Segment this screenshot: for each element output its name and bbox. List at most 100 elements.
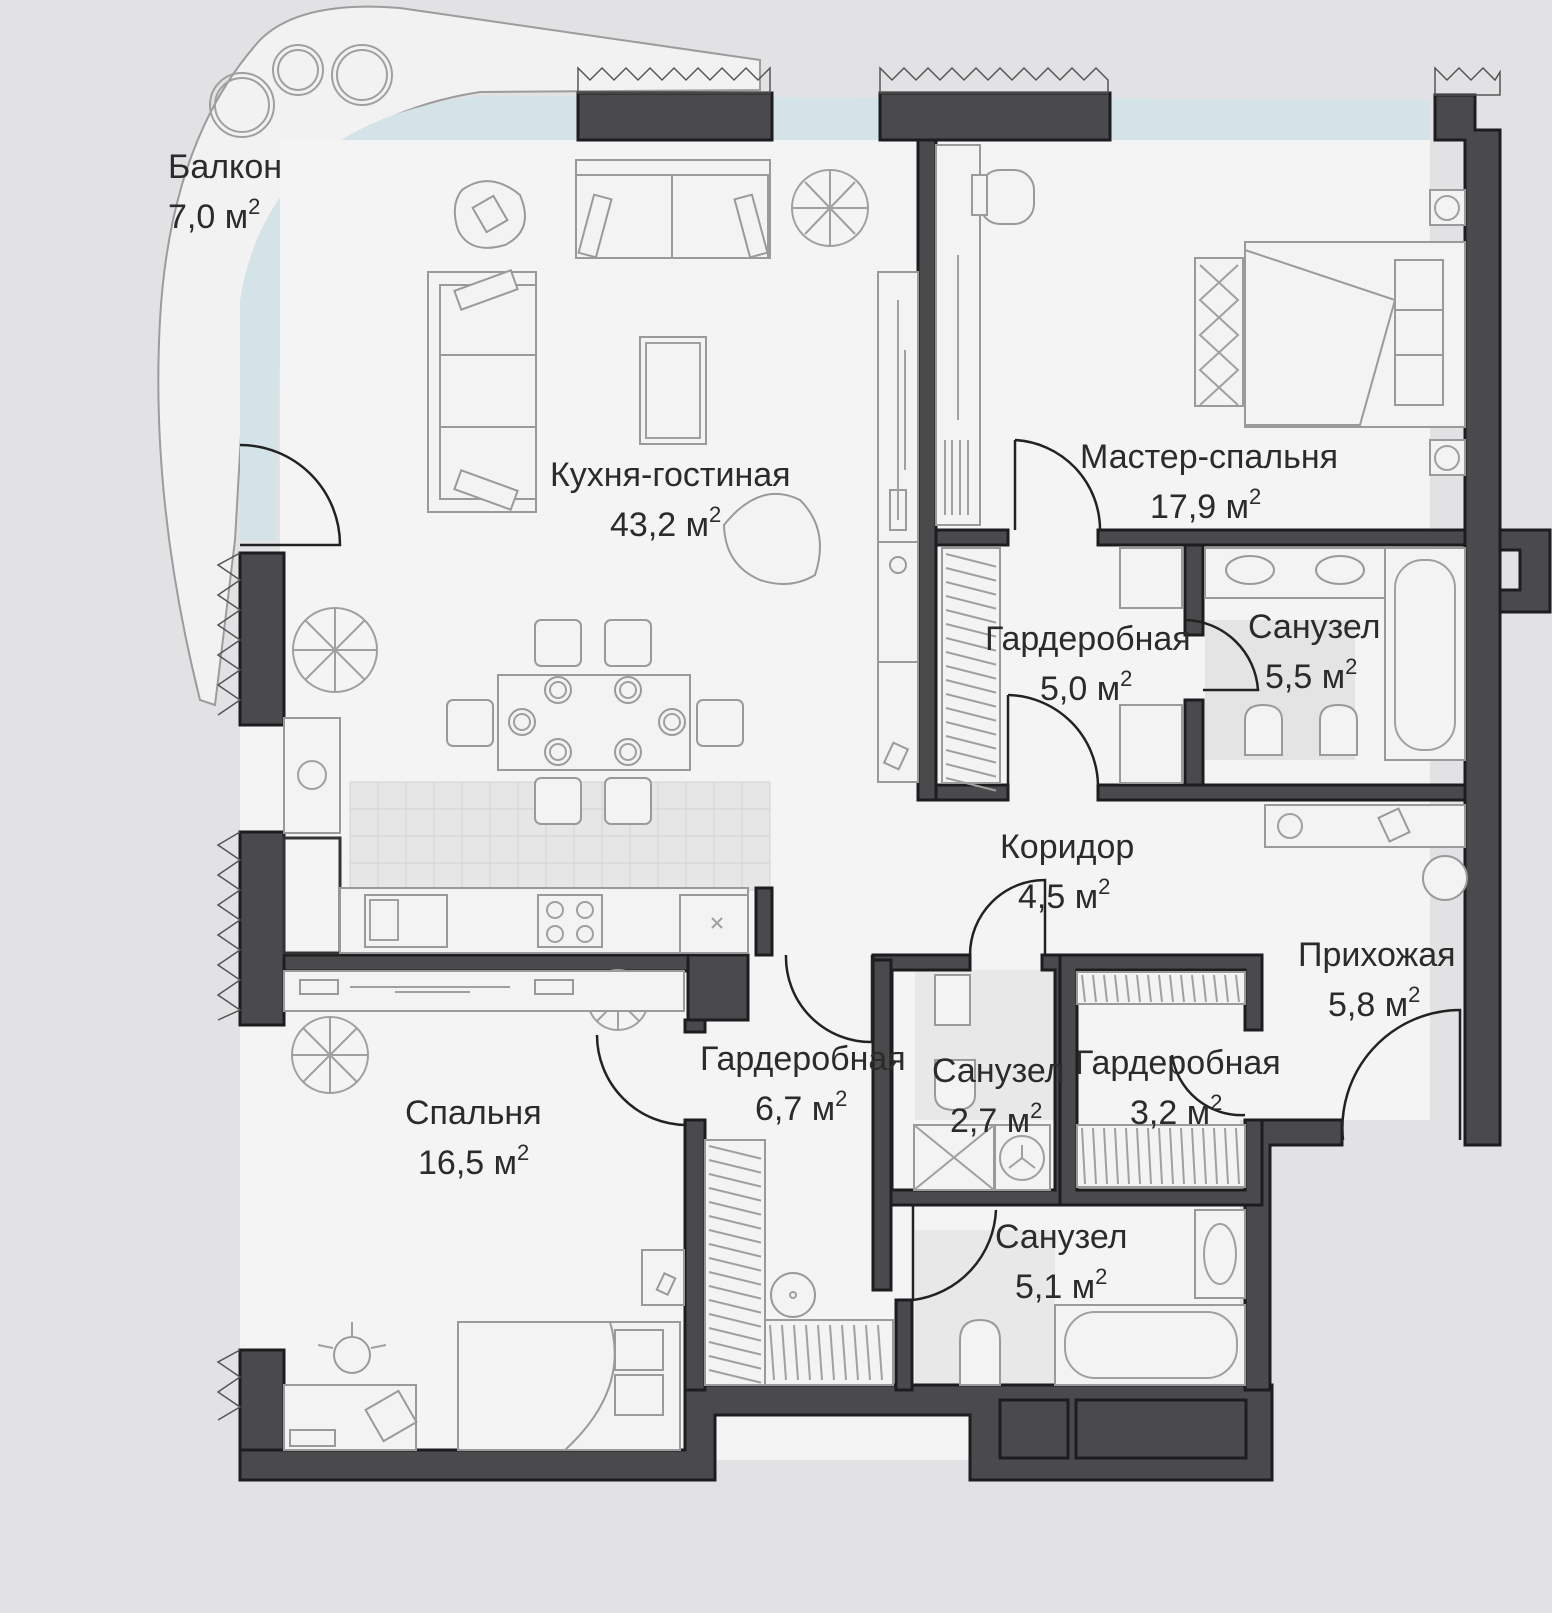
partition-corridor-north-1: [934, 783, 1010, 802]
living-area: 43,2 м2: [610, 502, 721, 544]
chair-icon: [604, 777, 652, 825]
sink-icon: [364, 894, 448, 948]
door-swing-icon: [968, 878, 1047, 956]
partition-master-west: [916, 138, 938, 802]
kitchen-counter: [283, 717, 749, 954]
bath2-area: 2,7 м2: [950, 1098, 1042, 1140]
toilet-icon: [1244, 703, 1283, 756]
wardrobe3-area: 3,2 м2: [1130, 1090, 1222, 1132]
nightstand-icon: [641, 1249, 685, 1306]
bidet-icon: [1319, 703, 1358, 756]
hall-label: Прихожая: [1298, 936, 1456, 974]
balcony-floor: [157, 5, 761, 707]
partition-corridor-north-2: [1096, 783, 1467, 802]
chair-icon: [534, 777, 582, 825]
door-swing-icon: [1341, 1008, 1462, 1141]
door-swing-icon: [1170, 1054, 1246, 1117]
bed-icon: [457, 1321, 681, 1451]
shaft-1: [998, 1398, 1070, 1460]
bedroom-shelf: [283, 970, 685, 1012]
window-pier-1: [576, 91, 774, 142]
dining-table-icon: [446, 619, 744, 825]
toilet-icon: [959, 1318, 1001, 1386]
plate-icon: [614, 676, 642, 704]
fridge-niche: [282, 836, 342, 955]
chair-icon: [534, 619, 582, 667]
plate-icon: [508, 708, 536, 736]
wardrobe2-label: Гардеробная: [700, 1040, 906, 1078]
furniture: [209, 44, 1468, 1451]
bath3-label: Санузел: [995, 1218, 1127, 1256]
hall-area: 5,8 м2: [1328, 982, 1420, 1024]
balcony-area: 7,0 м2: [168, 194, 260, 236]
walls: [238, 91, 1552, 1482]
wall-bedroom-door-stub: [683, 1018, 707, 1034]
sink-icon: [1315, 555, 1365, 585]
wall-west-pier-1: [238, 551, 286, 727]
book-icon: [655, 1271, 677, 1297]
room-labels: Балкон 7,0 м2 Кухня-гостиная 43,2 м2 Мас…: [168, 148, 1456, 1306]
bath1-label: Санузел: [1248, 608, 1380, 646]
partition-master-south-1: [934, 528, 1010, 547]
bed-icon: [1194, 189, 1466, 476]
balcony-label: Балкон: [168, 148, 282, 186]
chair-icon: [604, 619, 652, 667]
wall-wardrobe2-west: [683, 1118, 707, 1392]
wall-bath3-west: [894, 1298, 914, 1392]
wardrobe2-area: 6,7 м2: [755, 1086, 847, 1128]
bathtub-icon: [1384, 547, 1466, 761]
sink-icon: [1225, 555, 1275, 585]
window-zigzag-6: [216, 1349, 242, 1421]
desk-chair-icon: [971, 169, 1035, 225]
desk-icon: [283, 1322, 418, 1451]
bathtub-icon: [1054, 1304, 1246, 1386]
master-label: Мастер-спальня: [1080, 438, 1338, 476]
window-zigzag-1: [577, 66, 771, 94]
wardrobe2-shelves: [704, 1139, 894, 1386]
window-zigzag-2: [879, 66, 1109, 94]
wall-kitchen-east: [754, 886, 774, 957]
bath1-fixtures: [1204, 547, 1466, 761]
wall-core-west: [871, 958, 893, 1292]
plant-icon: [291, 1016, 369, 1094]
master-area: 17,9 м2: [1150, 484, 1261, 526]
corridor-area: 4,5 м2: [1018, 874, 1110, 916]
wall-east-top: [1433, 93, 1502, 1147]
armchair-icon: [722, 492, 821, 585]
bedroom-area: 16,5 м2: [418, 1140, 529, 1182]
door-swing-icon: [1013, 438, 1102, 531]
toilet-icon: [934, 1059, 976, 1112]
bath3-area: 5,1 м2: [1015, 1264, 1107, 1306]
wardrobe1-area: 5,0 м2: [1040, 666, 1132, 708]
chair-icon: [696, 699, 744, 747]
kitchen-cabinets-right: [877, 271, 919, 783]
wall-west-pier-2: [238, 830, 286, 1027]
bath2-fixtures: [913, 974, 1051, 1191]
wall-east-notch: [1498, 528, 1552, 614]
balcony-chairs: [209, 44, 393, 138]
partition-wardrobe-bath: [1183, 543, 1205, 637]
window-markers: [216, 66, 1501, 1421]
sofa-icon: [427, 269, 537, 513]
chair-icon: [446, 699, 494, 747]
stove-icon: [537, 894, 603, 948]
window-zigzag-3: [1434, 66, 1501, 96]
hall-console: [1264, 804, 1468, 901]
plate-icon: [544, 676, 572, 704]
corridor-label: Коридор: [1000, 828, 1134, 866]
door-swing-icon: [784, 954, 874, 1044]
door-swing-icon: [595, 1034, 688, 1127]
plate-icon: [544, 738, 572, 766]
door-swing-icon: [1185, 618, 1260, 692]
wardrobe1-label: Гардеробная: [985, 620, 1191, 658]
bath1-area: 5,5 м2: [1265, 654, 1357, 696]
plant-icon: [292, 607, 378, 693]
bath3-fixtures: [959, 1209, 1246, 1386]
plate-icon: [658, 708, 686, 736]
wardrobe3-shelves: [1076, 971, 1246, 1188]
bath2-label: Санузел: [932, 1052, 1064, 1090]
door-swing-icon: [239, 443, 342, 547]
door-swing-icon: [1006, 693, 1100, 790]
sink-icon: [934, 974, 971, 1026]
